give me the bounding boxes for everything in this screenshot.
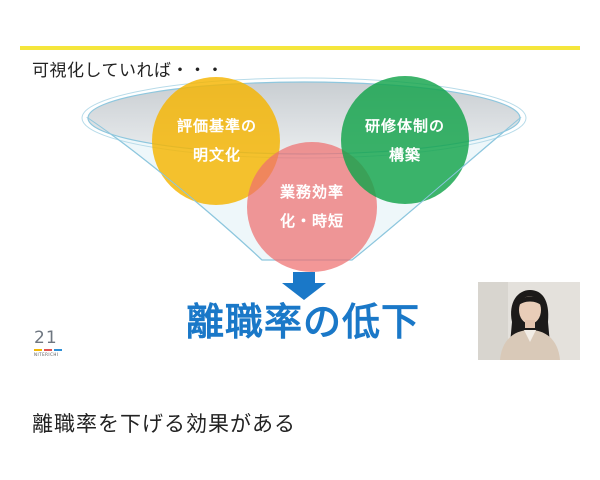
caption-text: 離職率を下げる効果がある — [32, 412, 296, 436]
presenter-image — [478, 282, 580, 360]
presentation-slide: 可視化していれば・・・ 評価基準の 明文化 業務効率 化・時短 研修体制の 構築 — [20, 46, 580, 360]
circle-evaluation-criteria — [152, 77, 280, 205]
result-text: 離職率の低下 — [186, 300, 421, 344]
circle-training-system — [341, 76, 469, 204]
company-logo: 21 NITERICHI — [34, 330, 74, 357]
circle-work-efficiency — [247, 142, 377, 272]
circle-label-training: 研修体制の 構築 — [364, 117, 445, 164]
funnel-rim-front — [87, 117, 263, 261]
circle-label-efficiency: 業務効率 化・時短 — [279, 183, 344, 230]
accent-bar — [20, 46, 580, 50]
funnel-diagram — [81, 76, 527, 300]
down-arrow-icon — [282, 272, 326, 300]
presenter-webcam — [478, 282, 580, 360]
slide-heading: 可視化していれば・・・ — [32, 61, 224, 81]
circle-label-evaluation: 評価基準の 明文化 — [176, 117, 257, 164]
